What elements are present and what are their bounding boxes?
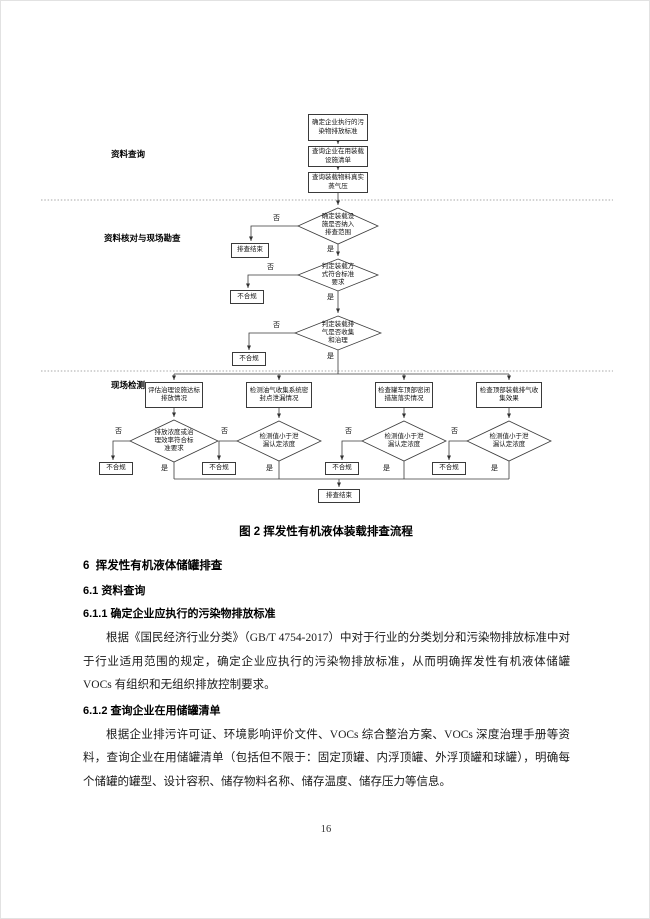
flow-box-noncompliant-3: 不合规: [99, 462, 133, 475]
flow-diamonds: [129, 207, 552, 463]
flow-box-noncompliant-5: 不合规: [325, 462, 359, 475]
flow-box-start: 确定企业执行的污染物排放标准: [308, 114, 368, 141]
diamond-scope-shape: [297, 207, 379, 245]
flow-box-end-final: 排查结束: [318, 489, 360, 503]
edge-label-yes-7: 是: [491, 464, 498, 472]
heading-6-1-2: 6.1.2 查询企业在用储罐清单: [83, 704, 221, 717]
flow-box-noncompliant-6: 不合规: [432, 462, 466, 475]
diamond-leak3-shape: [466, 420, 552, 462]
flow-box-query-facilities: 查询企业在用装载设施清单: [308, 146, 368, 167]
edge-label-yes-1: 是: [327, 245, 334, 253]
flow-box-query-vapor: 查询装载物料真实蒸气压: [308, 172, 368, 193]
section-label-data-query: 资料查询: [111, 149, 146, 159]
flow-box-check-treatment: 评估治理设施达标排放情况: [145, 382, 203, 408]
edge-label-no-7: 否: [451, 427, 458, 435]
flow-edges: [111, 139, 511, 487]
flow-diamond-leak1-label: 检测值小于泄漏认定浓度: [259, 433, 299, 448]
edge-label-no-4: 否: [115, 427, 122, 435]
edge-label-no-2: 否: [267, 263, 274, 271]
edge-label-yes-3: 是: [327, 352, 334, 360]
edge-label-no-1: 否: [273, 214, 280, 222]
paragraph-6-1-2: 根据企业排污许可证、环境影响评价文件、VOCs 综合整治方案、VOCs 深度治理…: [83, 728, 570, 788]
flow-box-check-tanker: 检查罐车顶部密闭措施落实情况: [375, 382, 433, 408]
edge-label-yes-4: 是: [161, 464, 168, 472]
edge-label-no-6: 否: [345, 427, 352, 435]
diamond-leak2-shape: [361, 420, 447, 462]
figure-caption: 图 2 挥发性有机液体装载排查流程: [239, 526, 413, 538]
flow-box-check-top: 检查顶部装载排气收集效果: [476, 382, 542, 408]
flow-diamond-scope-label: 确定装载设施是否纳入排查范围: [321, 213, 355, 236]
flow-diamond-leak3-label: 检测值小于泄漏认定浓度: [489, 433, 529, 448]
flow-box-noncompliant-4: 不合规: [202, 462, 236, 475]
flow-box-noncompliant-1: 不合规: [230, 290, 264, 304]
page-number: 16: [320, 824, 332, 835]
flow-diamond-emission-label: 排放浓度或治理效率符合标准要求: [154, 429, 194, 452]
edge-label-yes-6: 是: [383, 464, 390, 472]
heading-6: 6 挥发性有机液体储罐排查: [83, 560, 223, 572]
heading-6-1: 6.1 资料查询: [83, 585, 146, 597]
edge-label-no-3: 否: [273, 321, 280, 329]
heading-6-1-1: 6.1.1 确定企业应执行的污染物排放标准: [83, 608, 276, 620]
flow-diamond-exhaust-label: 判定装载排气是否收集和治理: [321, 321, 355, 344]
flow-box-end-early: 排查结束: [231, 243, 269, 258]
diamond-exhaust-shape: [293, 315, 383, 351]
flow-box-noncompliant-2: 不合规: [232, 352, 266, 366]
edge-label-yes-2: 是: [327, 293, 334, 301]
section-divider-lines: [41, 199, 613, 372]
document-body: 6 挥发性有机液体储罐排查 6.1 资料查询 6.1.1 确定企业应执行的污染物…: [83, 559, 570, 794]
flow-box-check-leak: 检测油气收集系统密封点泄漏情况: [246, 382, 312, 408]
edge-label-no-5: 否: [221, 427, 228, 435]
flow-diamond-method-label: 判定装载方式符合标准要求: [321, 263, 355, 286]
diamond-leak1-shape: [236, 420, 322, 462]
section-label-field-test: 现场检测: [111, 380, 146, 390]
flowchart-connectors: [41, 139, 613, 487]
flow-diamond-leak2-label: 检测值小于泄漏认定浓度: [384, 433, 424, 448]
section-label-verification: 资料核对与现场勘查: [104, 233, 181, 243]
diamond-method-shape: [296, 258, 380, 292]
diamond-emission-shape: [129, 419, 219, 463]
paragraph-6-1-1: 根据《国民经济行业分类》（GB/T 4754-2017）中对于行业的分类划分和污…: [83, 632, 570, 691]
edge-label-yes-5: 是: [266, 464, 273, 472]
